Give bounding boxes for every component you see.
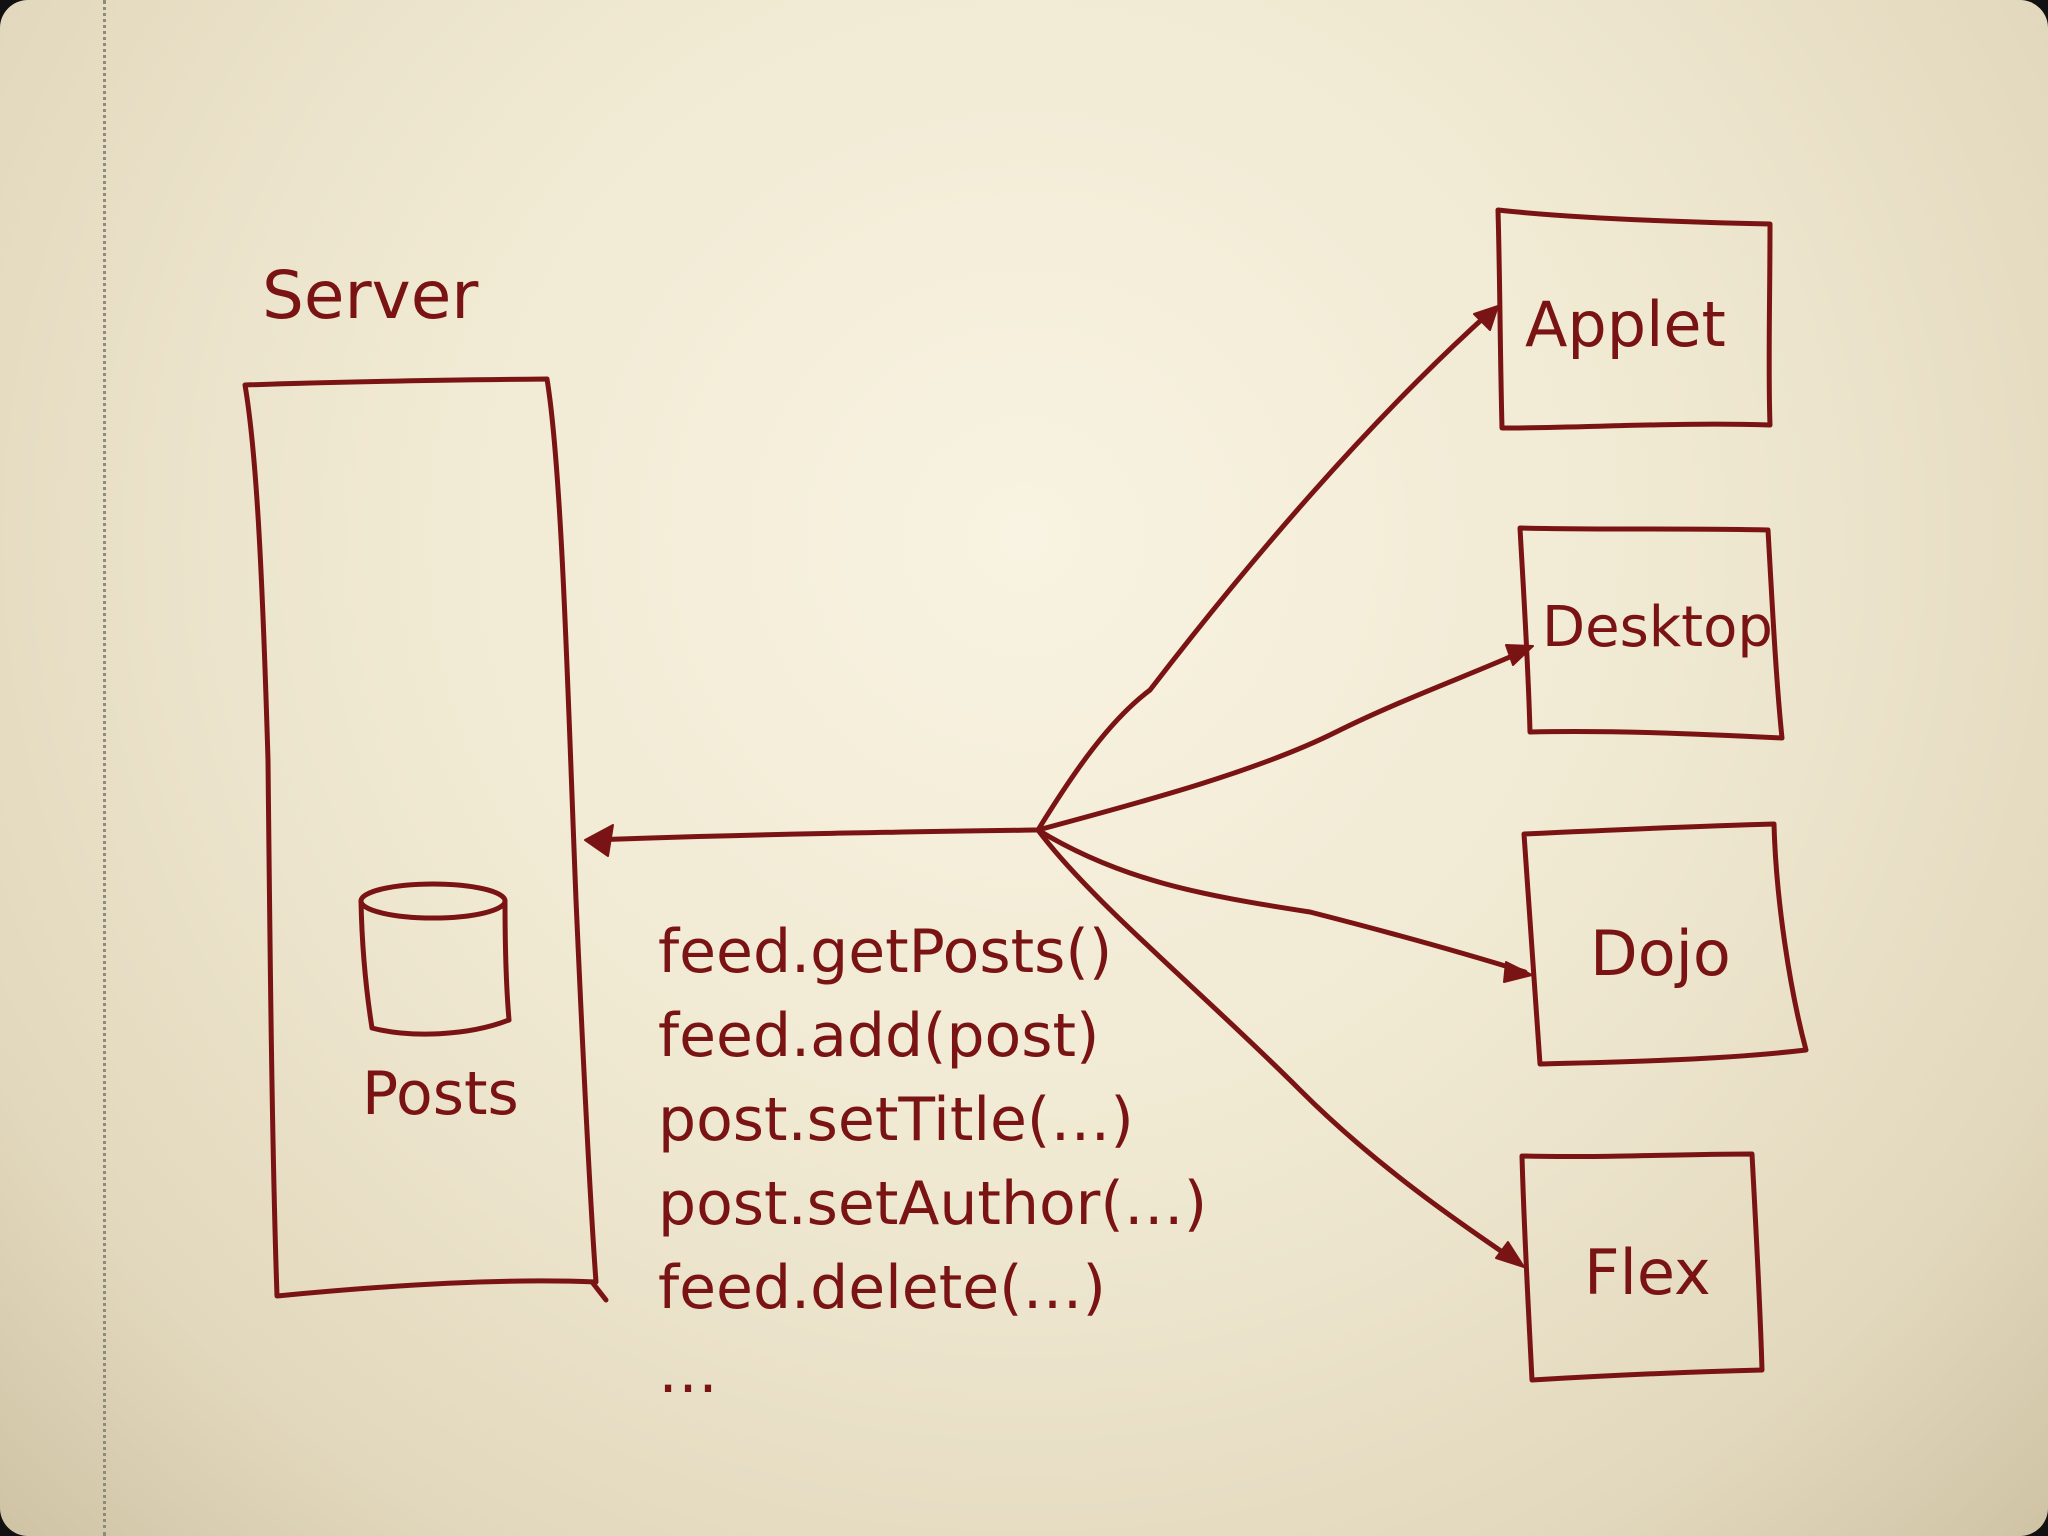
api-call-item: post.setTitle(…) (658, 1085, 1134, 1155)
api-call-list: feed.getPosts() feed.add(post) post.setT… (658, 917, 1207, 1407)
posts-label: Posts (362, 1059, 519, 1129)
arrow-to-flex-head (1495, 1241, 1525, 1268)
server-box-tail (589, 1279, 609, 1303)
client-label-flex: Flex (1584, 1236, 1711, 1309)
client-box-flex (1519, 1151, 1765, 1383)
arrow-to-dojo (1035, 827, 1528, 975)
margin-dotted-line (103, 0, 106, 1536)
client-label-desktop: Desktop (1542, 595, 1773, 660)
client-label-applet: Applet (1525, 288, 1726, 361)
client-box-desktop (1517, 525, 1785, 741)
arrow-to-applet (1035, 309, 1493, 833)
api-call-item: feed.getPosts() (658, 917, 1112, 987)
api-call-item: … (658, 1337, 718, 1407)
server-label: Server (262, 257, 479, 334)
client-box-applet (1495, 207, 1773, 431)
arrow-to-flex (1035, 827, 1520, 1265)
arrow-to-desktop (1035, 647, 1529, 833)
api-call-item: feed.add(post) (658, 1001, 1099, 1071)
database-icon (358, 881, 512, 1037)
client-box-dojo (1521, 821, 1809, 1067)
arrow-to-dojo-head (1503, 961, 1533, 983)
api-call-item: post.setAuthor(…) (658, 1169, 1207, 1239)
arrow-to-applet-head (1473, 305, 1499, 331)
client-label-dojo: Dojo (1590, 917, 1731, 990)
arrow-to-server (587, 827, 1041, 843)
arrow-to-server-head (584, 824, 614, 857)
server-box (242, 376, 599, 1299)
api-call-item: feed.delete(…) (658, 1253, 1106, 1323)
